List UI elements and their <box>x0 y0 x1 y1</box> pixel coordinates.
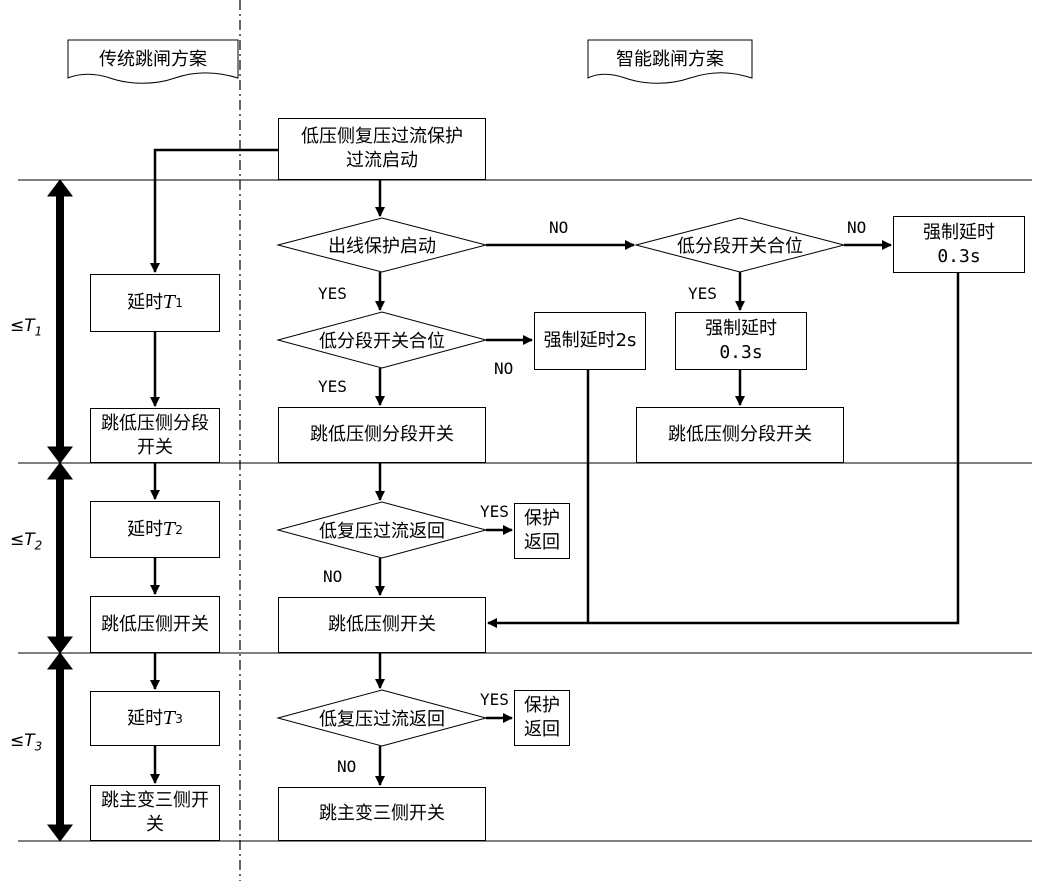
label-yes-ret1: YES <box>480 502 509 521</box>
label-yes-right: YES <box>688 284 717 303</box>
traditional-banner-shape <box>67 39 239 84</box>
arrow-start-to-trad <box>150 148 278 273</box>
traditional-header: 传统跳闸方案 <box>99 49 207 70</box>
trip-lv-box-trad: 跳低压侧开关 <box>90 596 220 653</box>
stage-dividers <box>18 179 1032 842</box>
trip-lv-box-smart: 跳低压侧开关 <box>278 597 486 653</box>
trip-main-box-smart: 跳主变三侧开关 <box>278 787 486 841</box>
diamond-sec-left-label: 低分段开关合位 <box>319 331 445 352</box>
smart-header: 智能跳闸方案 <box>616 49 724 70</box>
diamond-feeder-label: 出线保护启动 <box>328 236 436 257</box>
trip-section-box-trad: 跳低压侧分段开关 <box>90 408 220 463</box>
trip-main-box-trad: 跳主变三侧开关 <box>90 785 220 841</box>
protect-return-box-2: 保护返回 <box>514 690 570 746</box>
trip-section-box-left: 跳低压侧分段开关 <box>278 407 486 463</box>
bound-t2: ≤T2 <box>10 530 43 553</box>
smart-banner-shape <box>587 39 753 84</box>
time-range-arrows <box>47 179 73 842</box>
label-no-right: NO <box>847 218 867 237</box>
diamond-return2-label: 低复压过流返回 <box>319 709 445 730</box>
bound-t3: ≤T3 <box>10 731 43 754</box>
label-yes-ret2: YES <box>480 690 509 709</box>
label-no-ret1: NO <box>323 567 343 586</box>
label-yes-sec: YES <box>318 377 347 396</box>
bound-t1: ≤T1 <box>10 316 43 339</box>
protect-return-box-1: 保护返回 <box>514 503 570 559</box>
diamond-return1-label: 低复压过流返回 <box>319 521 445 542</box>
connectors <box>150 148 960 786</box>
label-no-sec: NO <box>494 359 514 378</box>
trip-section-box-right: 跳低压侧分段开关 <box>636 407 844 463</box>
label-no-feeder: NO <box>549 218 569 237</box>
force-delay-2s-box: 强制延时2s <box>534 312 646 370</box>
force-delay-03-right-box: 强制延时 0.3s <box>893 216 1025 273</box>
label-yes-feeder: YES <box>318 284 347 303</box>
start-box: 低压侧复压过流保护 过流启动 <box>278 118 486 180</box>
diamond-sec-right-label: 低分段开关合位 <box>677 236 803 257</box>
label-no-ret2: NO <box>337 757 357 776</box>
decision-diamonds <box>276 217 846 747</box>
force-delay-03-mid-box: 强制延时 0.3s <box>675 312 807 370</box>
